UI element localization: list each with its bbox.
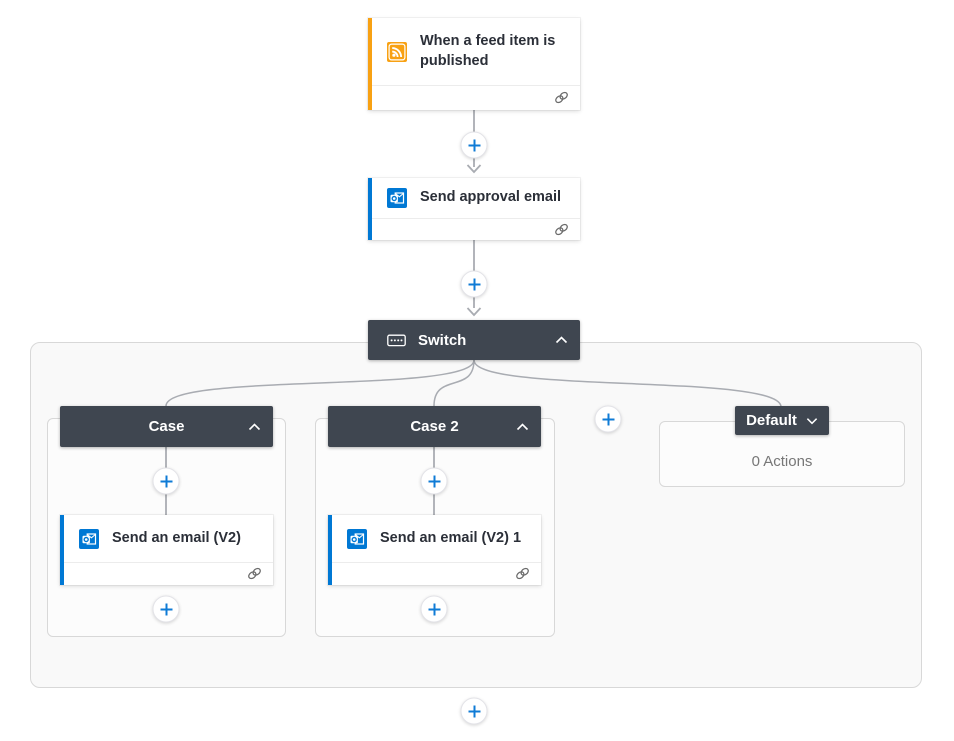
plus-icon	[160, 475, 172, 487]
add-case-button[interactable]	[594, 405, 622, 433]
plus-icon	[468, 278, 480, 290]
chevron-up-icon	[248, 422, 261, 430]
case-2-action-card[interactable]: Send an email (V2) 1	[328, 515, 541, 585]
case-1-action-header: Send an email (V2)	[64, 515, 273, 562]
insert-step-button[interactable]	[152, 467, 180, 495]
default-case-container: 0 Actions	[659, 421, 905, 487]
case-1-action-title: Send an email (V2)	[112, 529, 241, 546]
switch-header[interactable]: Switch	[368, 320, 580, 360]
outlook-icon	[347, 528, 367, 549]
link-icon	[555, 91, 568, 104]
insert-step-button[interactable]	[420, 467, 448, 495]
rss-icon	[387, 41, 407, 62]
insert-step-button[interactable]	[460, 131, 488, 159]
plus-icon	[468, 705, 480, 717]
collapse-case-1-button[interactable]	[248, 422, 261, 431]
outlook-icon	[387, 188, 407, 208]
case-1-label: Case	[148, 418, 185, 435]
link-icon	[248, 567, 261, 580]
plus-icon	[602, 413, 614, 425]
case-2-action-title: Send an email (V2) 1	[380, 529, 522, 546]
default-case-label: Default	[746, 412, 797, 429]
plus-icon	[468, 139, 480, 151]
add-action-button[interactable]	[420, 595, 448, 623]
plus-icon	[428, 603, 440, 615]
trigger-card-header: When a feed item is published	[372, 18, 580, 85]
default-case-header[interactable]: Default	[735, 406, 829, 435]
plus-icon	[428, 475, 440, 487]
case-2-label: Case 2	[410, 418, 459, 435]
arrow-down-icon	[466, 164, 482, 174]
approval-card-header: Send approval email	[372, 178, 580, 218]
trigger-card-footer	[372, 85, 580, 109]
approval-card-footer	[372, 218, 580, 239]
chevron-up-icon	[516, 422, 529, 430]
approval-action-title: Send approval email	[420, 189, 562, 206]
case-1-action-card[interactable]: Send an email (V2)	[60, 515, 273, 585]
switch-title: Switch	[418, 331, 467, 349]
link-icon	[516, 567, 529, 580]
chevron-up-icon	[555, 336, 568, 344]
case-2-header[interactable]: Case 2	[328, 406, 541, 447]
approval-action-card[interactable]: Send approval email	[368, 178, 580, 240]
chevron-down-icon	[806, 417, 818, 424]
switch-control-icon	[387, 334, 406, 346]
outlook-icon	[79, 528, 99, 549]
arrow-down-icon	[466, 307, 482, 317]
insert-step-button[interactable]	[460, 270, 488, 298]
default-empty-label: 0 Actions	[751, 452, 813, 470]
plus-icon	[160, 603, 172, 615]
case-2-action-footer	[332, 562, 541, 584]
case-1-header[interactable]: Case	[60, 406, 273, 447]
add-action-button[interactable]	[152, 595, 180, 623]
collapse-switch-button[interactable]	[555, 336, 568, 344]
case-2-action-header: Send an email (V2) 1	[332, 515, 541, 562]
case-1-action-footer	[64, 562, 273, 584]
collapse-case-2-button[interactable]	[516, 422, 529, 431]
trigger-card[interactable]: When a feed item is published	[368, 18, 580, 110]
link-icon	[555, 223, 568, 235]
trigger-title: When a feed item is published	[420, 32, 556, 69]
new-step-button[interactable]	[460, 697, 488, 725]
